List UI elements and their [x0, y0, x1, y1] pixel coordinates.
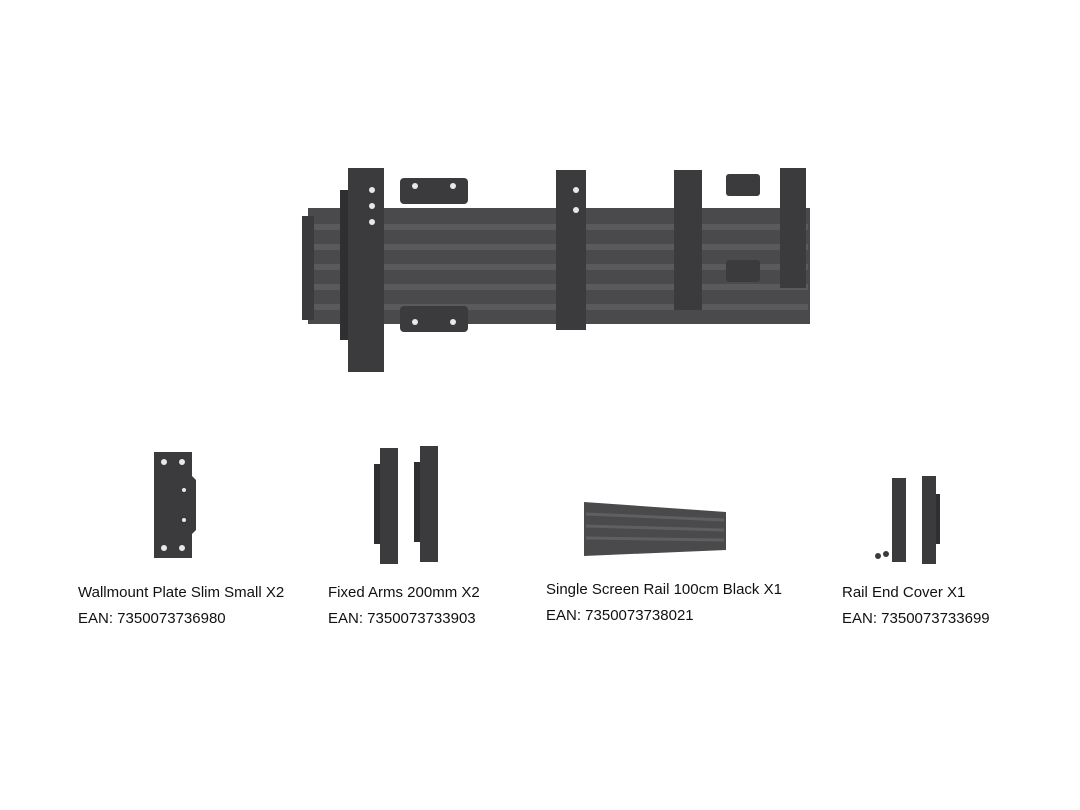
wall-mount-assembly-icon [302, 168, 810, 372]
part-ean: EAN: 7350073738021 [546, 607, 694, 624]
part-name: Single Screen Rail 100cm Black X1 [546, 581, 782, 598]
part-ean: EAN: 7350073736980 [78, 610, 226, 627]
rail-end-cover-icon [875, 476, 940, 564]
screen-rail-icon [584, 502, 726, 556]
part-caption-fixed-arms: Fixed Arms 200mm X2 EAN: 7350073733903 [328, 580, 480, 632]
part-name: Fixed Arms 200mm X2 [328, 584, 480, 601]
part-caption-screen-rail: Single Screen Rail 100cm Black X1 EAN: 7… [546, 577, 782, 629]
part-ean: EAN: 7350073733903 [328, 610, 476, 627]
part-name: Rail End Cover X1 [842, 584, 966, 601]
part-caption-rail-end-cover: Rail End Cover X1 EAN: 7350073733699 [842, 580, 990, 632]
part-caption-wallmount-plate: Wallmount Plate Slim Small X2 EAN: 73500… [78, 580, 284, 632]
part-name: Wallmount Plate Slim Small X2 [78, 584, 285, 601]
part-ean: EAN: 7350073733699 [842, 610, 990, 627]
fixed-arms-icon [374, 446, 438, 564]
wallmount-plate-icon [154, 452, 196, 558]
